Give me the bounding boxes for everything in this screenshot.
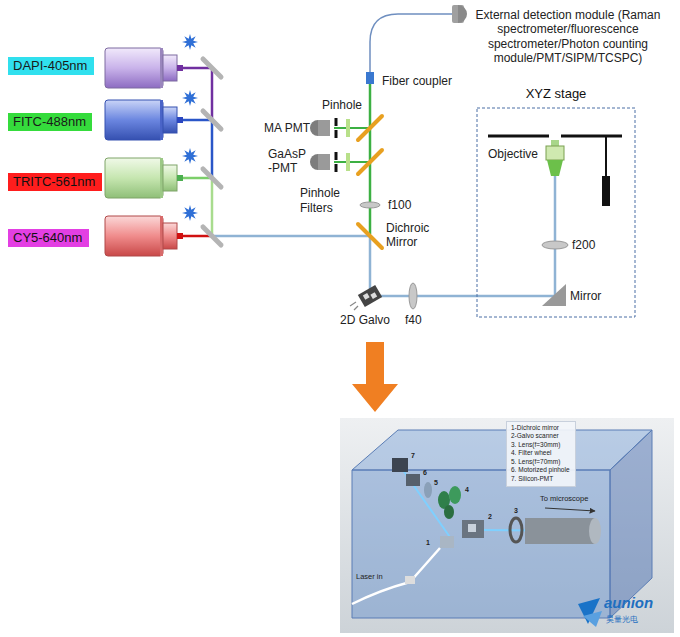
node-text: XYZ stage (477, 86, 635, 102)
lens (542, 241, 568, 249)
logo-text: aunion (604, 594, 653, 612)
part-label: Filters (300, 201, 333, 215)
part-label: Fiber coupler (382, 74, 452, 88)
node-text: 2-Galvo scanner (511, 432, 571, 440)
module-label: External detection module (Raman spectro… (466, 8, 670, 66)
part-label: Mirror (570, 289, 601, 303)
detector-label: MA PMT (262, 121, 310, 135)
callout-number: 6 (423, 469, 427, 477)
laser-label: FITC-488nm (8, 113, 92, 131)
callout-number: 1 (426, 539, 430, 547)
part-label: Objective (488, 147, 538, 161)
lens-label: f200 (572, 238, 595, 252)
lens-label: f100 (388, 198, 411, 212)
node-text: FITC-488nm (13, 114, 87, 130)
lens (360, 202, 380, 208)
lens (409, 283, 417, 309)
logo-icon (578, 598, 602, 627)
callout-number: 3 (514, 507, 518, 515)
detector-label: GaAsP -PMT (268, 147, 310, 176)
laser-label: TRITC-561nm (8, 173, 102, 191)
part-label: Pinhole (300, 186, 340, 200)
logo-text: 昊量光电 (606, 615, 638, 625)
laser-label: CY5-640nm (8, 229, 89, 247)
objective (546, 140, 564, 176)
node-text: TRITC-561nm (13, 174, 97, 190)
callout-number: 5 (434, 479, 438, 487)
node-text: DAPI-405nm (13, 58, 89, 74)
laser-source (105, 48, 183, 256)
callout-number: 7 (411, 452, 415, 460)
parts-legend: 1-Dichroic mirror2-Galvo scanner3. Lens(… (506, 421, 576, 487)
dichroic-mirror (358, 224, 382, 248)
render-background (340, 418, 674, 633)
port-label: Laser in (356, 572, 383, 581)
fiber-coupler (366, 72, 374, 84)
detector-icon (452, 5, 467, 23)
node-text: 7. Silicon-PMT (511, 475, 571, 483)
flow-arrow (352, 342, 398, 412)
callout-number: 2 (488, 513, 492, 521)
galvo-scanner (350, 285, 382, 310)
detector-branch (310, 116, 382, 174)
stage-region: XYZ stage (477, 86, 635, 317)
laser-beam (183, 68, 555, 296)
mirror (542, 284, 566, 306)
lens-label: f40 (405, 313, 422, 327)
stage-frame (477, 108, 635, 317)
laser-label: DAPI-405nm (8, 57, 94, 75)
port-label: To microscope (540, 494, 588, 503)
fiber (370, 14, 452, 72)
node-text: 6. Motorized pinhole (511, 466, 571, 474)
node-text: 4. Filter wheel (511, 449, 571, 457)
module-housing (352, 430, 652, 618)
callout-number: 4 (465, 486, 469, 494)
node-text: 1-Dichroic mirror (511, 424, 571, 432)
node-text: 5. Lens(f=70mm) (511, 458, 571, 466)
part-label: Dichroic Mirror (386, 221, 442, 250)
node-text: 3. Lens(f=30mm) (511, 441, 571, 449)
part-label: Pinhole (322, 98, 362, 112)
xyz-stage (488, 136, 622, 206)
node-text: CY5-640nm (13, 230, 84, 246)
part-label: 2D Galvo (340, 313, 390, 327)
mirror (203, 59, 221, 245)
